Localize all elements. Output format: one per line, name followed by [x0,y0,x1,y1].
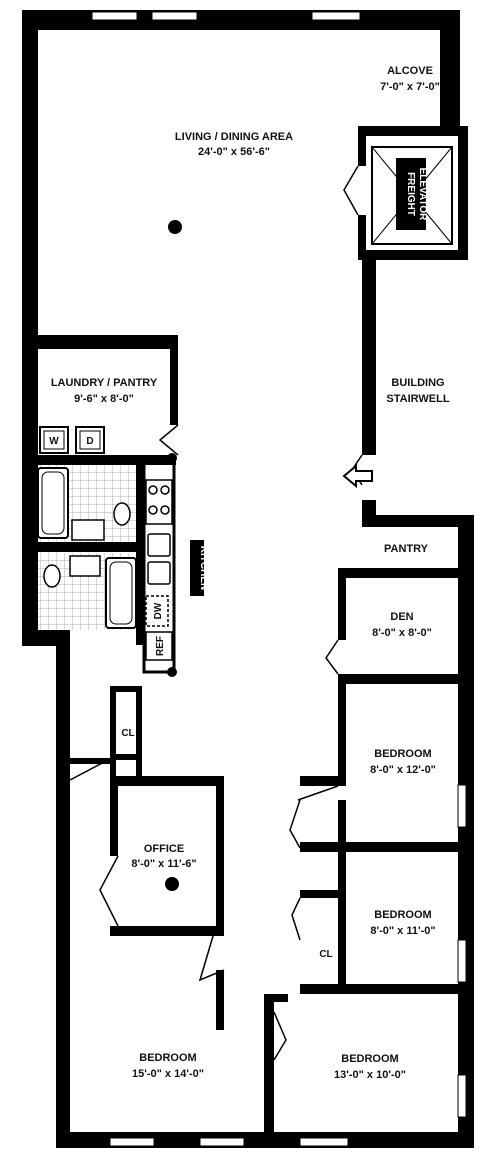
column-2 [167,453,177,463]
living-dining-dimensions: 24'-0" x 56'-6" [198,146,270,158]
bedroom-1-name: BEDROOM [374,748,431,760]
refrigerator-label: REF [155,636,166,656]
washer: W [39,426,69,454]
bedroom-3-name: BEDROOM [139,1052,196,1064]
office-name: OFFICE [144,843,184,855]
washer-label: W [49,436,59,447]
laundry-pantry-name: LAUNDRY / PANTRY [51,377,158,389]
column-4 [165,877,179,891]
stairwell-name-1: BUILDING [391,377,444,389]
bedroom-2-dimensions: 8'-0" x 11'-0" [370,925,435,937]
column-1 [168,220,182,234]
kitchen-sink [147,533,171,585]
den-name: DEN [390,611,413,623]
stove [145,479,173,525]
freight-elevator-label-1: FREIGHT [405,172,416,216]
bedroom-4-name: BEDROOM [341,1053,398,1065]
vanity-1 [71,519,105,541]
toilet-2 [43,564,61,588]
dryer-label: D [86,436,93,447]
pantry-name: PANTRY [384,543,429,555]
vanity-2 [69,555,101,577]
kitchen-label: KITCHEN [198,546,209,590]
bedroom-1-dimensions: 8'-0" x 12'-0" [370,764,436,776]
dishwasher-label: DW [153,602,164,619]
alcove-name: ALCOVE [387,65,433,77]
kitchen-label-box: KITCHEN [190,540,209,596]
closet-1-label: CL [121,728,134,739]
laundry-pantry-dimensions: 9'-6" x 8'-0" [74,393,134,405]
den-dimensions: 8'-0" x 8'-0" [372,627,432,639]
dryer: D [75,426,105,454]
living-dining-name: LIVING / DINING AREA [175,131,293,143]
closet-2-label: CL [319,949,332,960]
stairwell-name-2: STAIRWELL [386,393,449,405]
interior-walls [36,335,458,1132]
windows [91,11,467,1147]
bedroom-3-dimensions: 15'-0" x 14'-0" [132,1068,204,1080]
refrigerator: REF [145,631,173,661]
stair-arrow-icon [342,463,373,489]
office-dimensions: 8'-0" x 11'-6" [131,858,196,870]
toilet-1 [113,502,131,526]
alcove-dimensions: 7'-0" x 7'-0" [380,81,440,93]
freight-elevator: FREIGHT ELEVATOR [371,146,453,245]
freight-elevator-label-2: ELEVATOR [417,168,428,222]
bathtub-1 [37,467,69,539]
column-3 [167,667,177,677]
bathtub-2 [105,557,137,629]
dishwasher: DW [145,595,169,627]
bedroom-4-dimensions: 13'-0" x 10'-0" [334,1069,406,1081]
bedroom-2-name: BEDROOM [374,909,431,921]
